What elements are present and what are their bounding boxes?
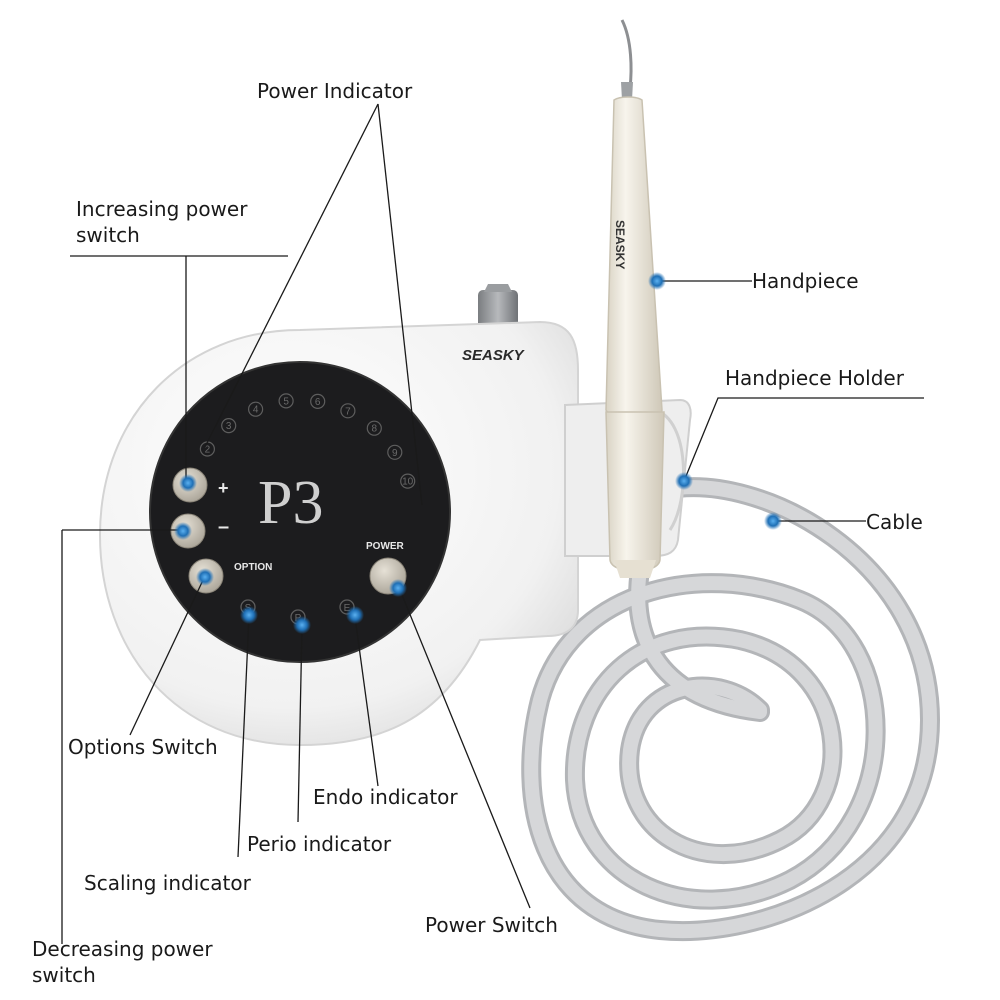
plus-symbol: +	[218, 478, 229, 498]
marker-handpiece-holder	[675, 472, 693, 490]
label-endo-indicator: Endo indicator	[313, 785, 458, 809]
label-handpiece-holder: Handpiece Holder	[725, 366, 904, 390]
model-label: P3	[258, 469, 323, 537]
callout-markers	[174, 272, 782, 634]
level-indicator-5: 5	[278, 393, 294, 409]
label-power-indicator: Power Indicator	[257, 79, 413, 103]
marker-scaling	[240, 606, 258, 624]
marker-perio	[293, 616, 311, 634]
level-number: 10	[402, 477, 414, 488]
marker-decrease-power	[174, 522, 192, 540]
level-number: 5	[283, 396, 289, 407]
leader-lines	[61, 103, 924, 944]
level-number: 9	[392, 448, 398, 459]
marker-handpiece	[648, 272, 666, 290]
handpiece-brand-logo: SEASKY	[613, 220, 627, 269]
label-scaling-indicator: Scaling indicator	[84, 871, 251, 895]
level-indicator-9: 9	[387, 444, 403, 460]
handpiece: SEASKY	[605, 19, 665, 578]
level-indicator-10: 10	[400, 473, 416, 489]
label-options-switch: Options Switch	[68, 735, 218, 759]
marker-endo	[346, 606, 364, 624]
label-perio-indicator: Perio indicator	[247, 832, 392, 856]
marker-cable	[764, 512, 782, 530]
svg-text:SEASKY: SEASKY	[462, 347, 526, 364]
mode-letter-e: E	[344, 603, 351, 614]
level-number: 4	[253, 405, 259, 416]
level-number: 6	[315, 397, 321, 408]
label-increasing-power-switch: Increasing power switch	[76, 197, 248, 247]
marker-power-switch	[389, 579, 407, 597]
label-handpiece: Handpiece	[752, 269, 859, 293]
level-indicator-6: 6	[310, 393, 326, 409]
label-power-switch: Power Switch	[425, 913, 558, 937]
level-number: 2	[205, 445, 211, 456]
level-indicator-7: 7	[340, 403, 356, 419]
level-number: 8	[372, 424, 378, 435]
level-number: 3	[226, 421, 232, 432]
rear-knob	[478, 284, 518, 330]
power-label: POWER	[366, 541, 405, 552]
level-indicator-8: 8	[366, 420, 382, 436]
label-decreasing-power-switch: Decreasing power switch	[32, 937, 213, 987]
level-indicator-3: 3	[221, 418, 237, 434]
marker-increase-power	[179, 474, 197, 492]
cable-coils	[521, 477, 941, 941]
label-cable: Cable	[866, 510, 923, 534]
option-label: OPTION	[234, 562, 272, 573]
level-number: 7	[345, 406, 351, 417]
marker-option	[196, 568, 214, 586]
brand-logo: SEASKY	[462, 347, 526, 364]
minus-symbol: –	[218, 516, 229, 538]
level-indicator-4: 4	[248, 401, 264, 417]
